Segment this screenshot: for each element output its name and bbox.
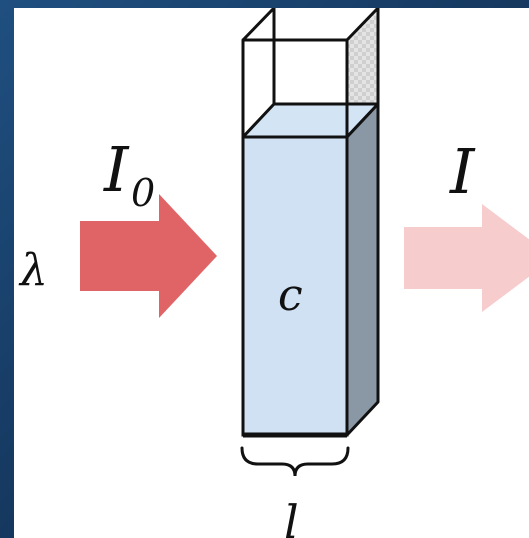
incident-subscript-label: 0 — [131, 171, 155, 215]
cuvette-liquid-front — [241, 135, 349, 437]
incident-light-arrow — [80, 194, 217, 318]
transmitted-intensity-label: I — [449, 135, 476, 208]
cuvette-top-edge-left — [241, 8, 276, 42]
cuvette-glass-outline — [241, 38, 349, 137]
cuvette-liquid-side — [345, 102, 380, 437]
path-length-label: l — [284, 495, 299, 538]
beer-lambert-diagram: I 0 I λ c l — [18, 8, 529, 538]
cuvette — [241, 8, 380, 438]
path-length-brace — [240, 446, 350, 477]
transmitted-light-arrow — [404, 204, 529, 312]
wavelength-label: λ — [18, 245, 48, 296]
cuvette-top-edge-right — [345, 8, 380, 42]
diagram-panel: I 0 I λ c l — [14, 8, 529, 538]
incident-intensity-label: I — [103, 133, 130, 206]
concentration-label: c — [278, 270, 303, 321]
